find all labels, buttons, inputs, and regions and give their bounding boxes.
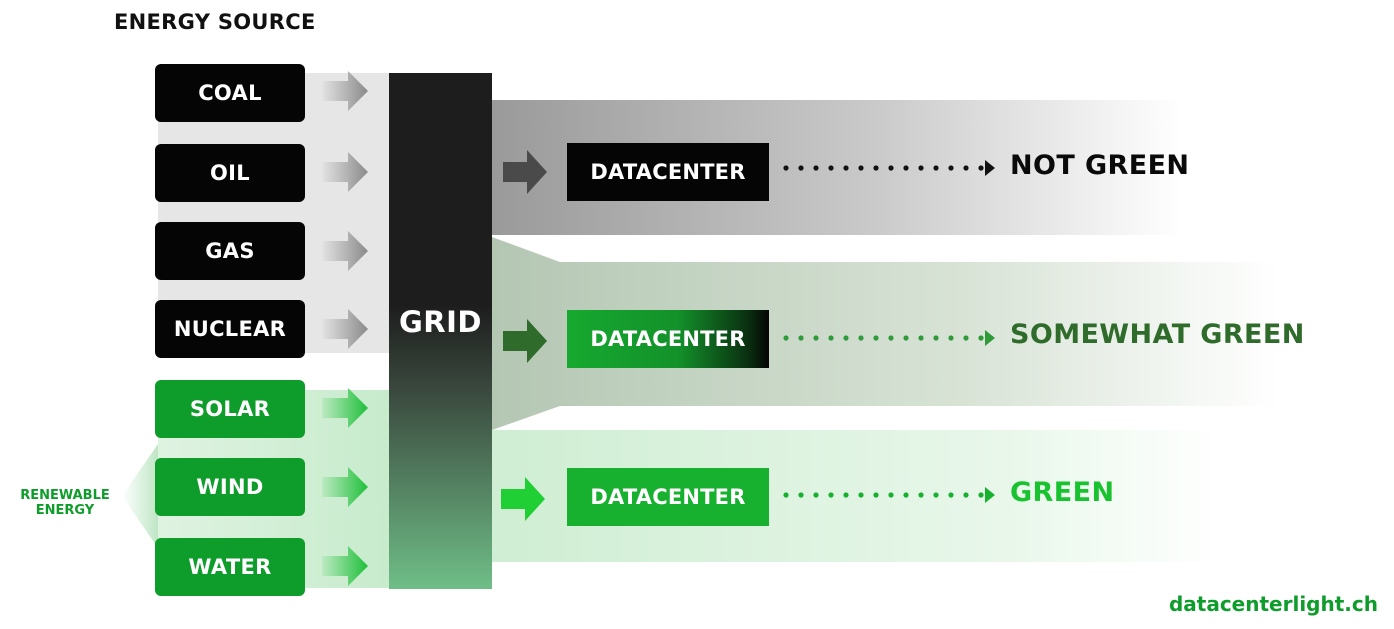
grid-label: GRID bbox=[399, 305, 482, 339]
datacenter-green: DATACENTER bbox=[567, 468, 769, 526]
source-solar: SOLAR bbox=[155, 380, 305, 438]
energy-source-heading: ENERGY SOURCE bbox=[114, 10, 316, 34]
result-green: GREEN bbox=[1010, 477, 1115, 508]
somewhat-green-arrow-icon bbox=[503, 319, 547, 363]
source-wind: WIND bbox=[155, 458, 305, 516]
water-arrow-icon bbox=[322, 546, 368, 586]
source-gas: GAS bbox=[155, 222, 305, 280]
result-not-green: NOT GREEN bbox=[1010, 150, 1190, 181]
result-somewhat-green: SOMEWHAT GREEN bbox=[1010, 319, 1305, 350]
source-oil: OIL bbox=[155, 144, 305, 202]
renewable-energy-label: RENEWABLE ENERGY bbox=[8, 488, 122, 518]
nuclear-arrow-icon bbox=[322, 309, 368, 349]
coal-arrow-icon bbox=[322, 71, 368, 111]
oil-arrow-icon bbox=[322, 152, 368, 192]
source-coal: COAL bbox=[155, 64, 305, 122]
renewable-label-line1: RENEWABLE bbox=[20, 488, 110, 503]
source-nuclear: NUCLEAR bbox=[155, 300, 305, 358]
datacenter-not-green: DATACENTER bbox=[567, 143, 769, 201]
green-dotted-arrow-icon bbox=[783, 487, 995, 503]
source-water: WATER bbox=[155, 538, 305, 596]
grid-bar bbox=[389, 73, 492, 589]
footer-website: datacenterlight.ch bbox=[1168, 592, 1378, 616]
not-green-arrow-icon bbox=[503, 150, 547, 194]
not-green-dotted-arrow-icon bbox=[783, 160, 995, 176]
somewhat-green-dotted-arrow-icon bbox=[783, 330, 995, 346]
datacenter-somewhat-green: DATACENTER bbox=[567, 310, 769, 368]
solar-arrow-icon bbox=[322, 388, 368, 428]
green-arrow-icon bbox=[501, 477, 545, 521]
gas-arrow-icon bbox=[322, 231, 368, 271]
renewable-label-line2: ENERGY bbox=[35, 503, 95, 518]
wind-arrow-icon bbox=[322, 467, 368, 507]
